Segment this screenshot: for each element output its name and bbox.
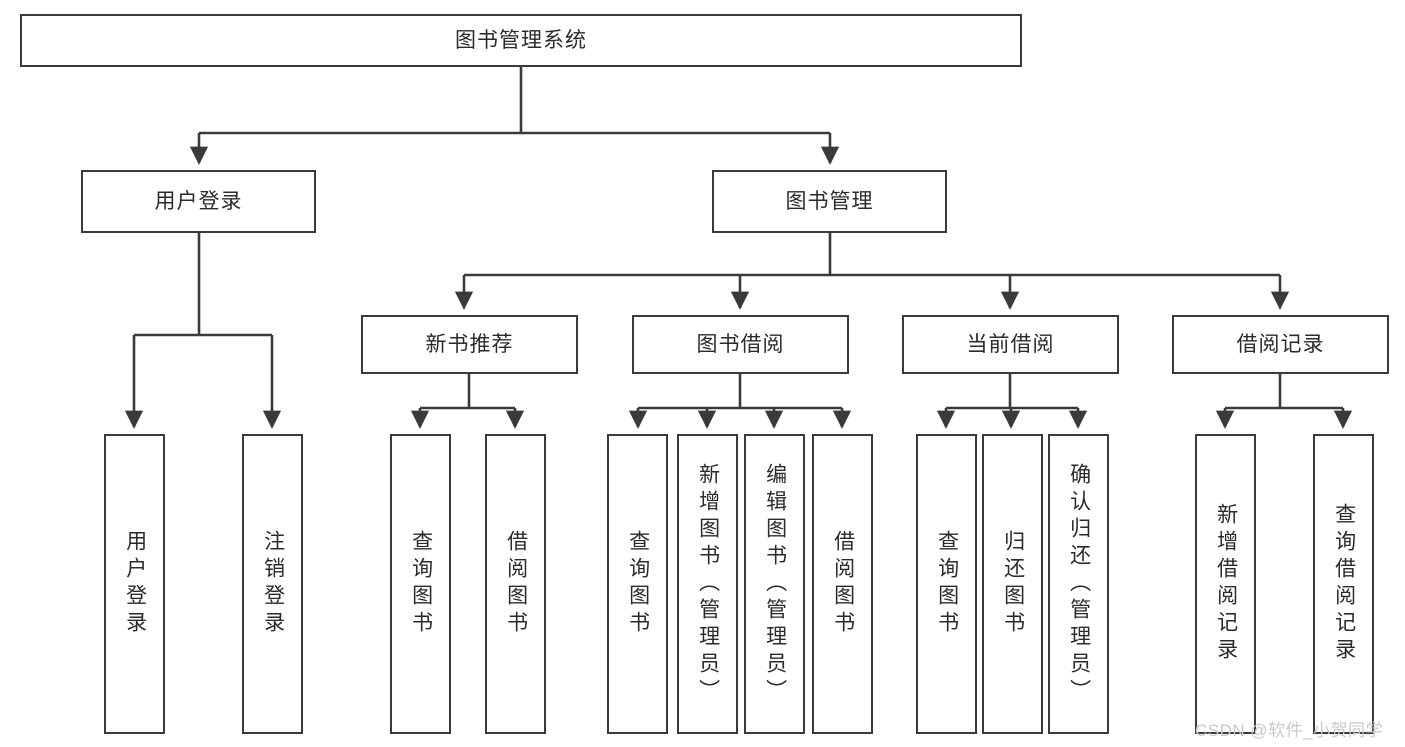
node-current-borrow[interactable]: 当前借阅 <box>902 315 1119 374</box>
csdn-watermark: CSDN @软件_小贺同学 <box>1195 721 1384 740</box>
node-label: 借阅记录 <box>1236 332 1325 356</box>
leaf-book-borrow-edit-book-admin[interactable]: 编辑图书（管理员） <box>744 434 805 734</box>
node-label: 查询图书 <box>626 530 650 638</box>
leaf-current-borrow-confirm-return-admin[interactable]: 确认归还（管理员） <box>1048 434 1109 734</box>
node-label: 新增借阅记录 <box>1214 503 1238 665</box>
leaf-borrow-record-add-record[interactable]: 新增借阅记录 <box>1195 434 1256 734</box>
leaf-new-book-query-book[interactable]: 查询图书 <box>390 434 451 734</box>
node-label: 归还图书 <box>1001 530 1025 638</box>
node-label: 查询图书 <box>409 530 433 638</box>
node-label: 借阅图书 <box>504 530 528 638</box>
node-label: 查询图书 <box>935 530 959 638</box>
node-label: 用户登录 <box>154 189 243 213</box>
leaf-book-borrow-query-book[interactable]: 查询图书 <box>607 434 668 734</box>
leaf-new-book-borrow-book[interactable]: 借阅图书 <box>485 434 546 734</box>
leaf-user-login-logout[interactable]: 注销登录 <box>242 434 303 734</box>
node-label: 图书借阅 <box>696 332 785 356</box>
node-label: 图书管理系统 <box>455 28 587 52</box>
node-label: 图书管理 <box>785 189 874 213</box>
node-label: 确认归还（管理员） <box>1067 462 1091 706</box>
node-user-login[interactable]: 用户登录 <box>81 170 316 233</box>
node-book-management[interactable]: 图书管理 <box>712 170 947 233</box>
leaf-current-borrow-query-book[interactable]: 查询图书 <box>916 434 977 734</box>
node-label: 当前借阅 <box>966 332 1055 356</box>
leaf-book-borrow-add-book-admin[interactable]: 新增图书（管理员） <box>677 434 738 734</box>
node-label: 新增图书（管理员） <box>696 462 720 706</box>
node-label: 借阅图书 <box>831 530 855 638</box>
node-label: 新书推荐 <box>425 332 514 356</box>
node-book-borrow[interactable]: 图书借阅 <box>632 315 849 374</box>
leaf-book-borrow-borrow-book[interactable]: 借阅图书 <box>812 434 873 734</box>
node-label: 注销登录 <box>261 530 285 638</box>
node-label: 用户登录 <box>123 530 147 638</box>
leaf-borrow-record-query-record[interactable]: 查询借阅记录 <box>1313 434 1374 734</box>
leaf-user-login-login[interactable]: 用户登录 <box>104 434 165 734</box>
node-label: 查询借阅记录 <box>1332 503 1356 665</box>
node-label: 编辑图书（管理员） <box>763 462 787 706</box>
node-root-book-management-system[interactable]: 图书管理系统 <box>20 14 1022 67</box>
node-borrow-record[interactable]: 借阅记录 <box>1172 315 1389 374</box>
leaf-current-borrow-return-book[interactable]: 归还图书 <box>982 434 1043 734</box>
node-new-book-recommend[interactable]: 新书推荐 <box>361 315 578 374</box>
